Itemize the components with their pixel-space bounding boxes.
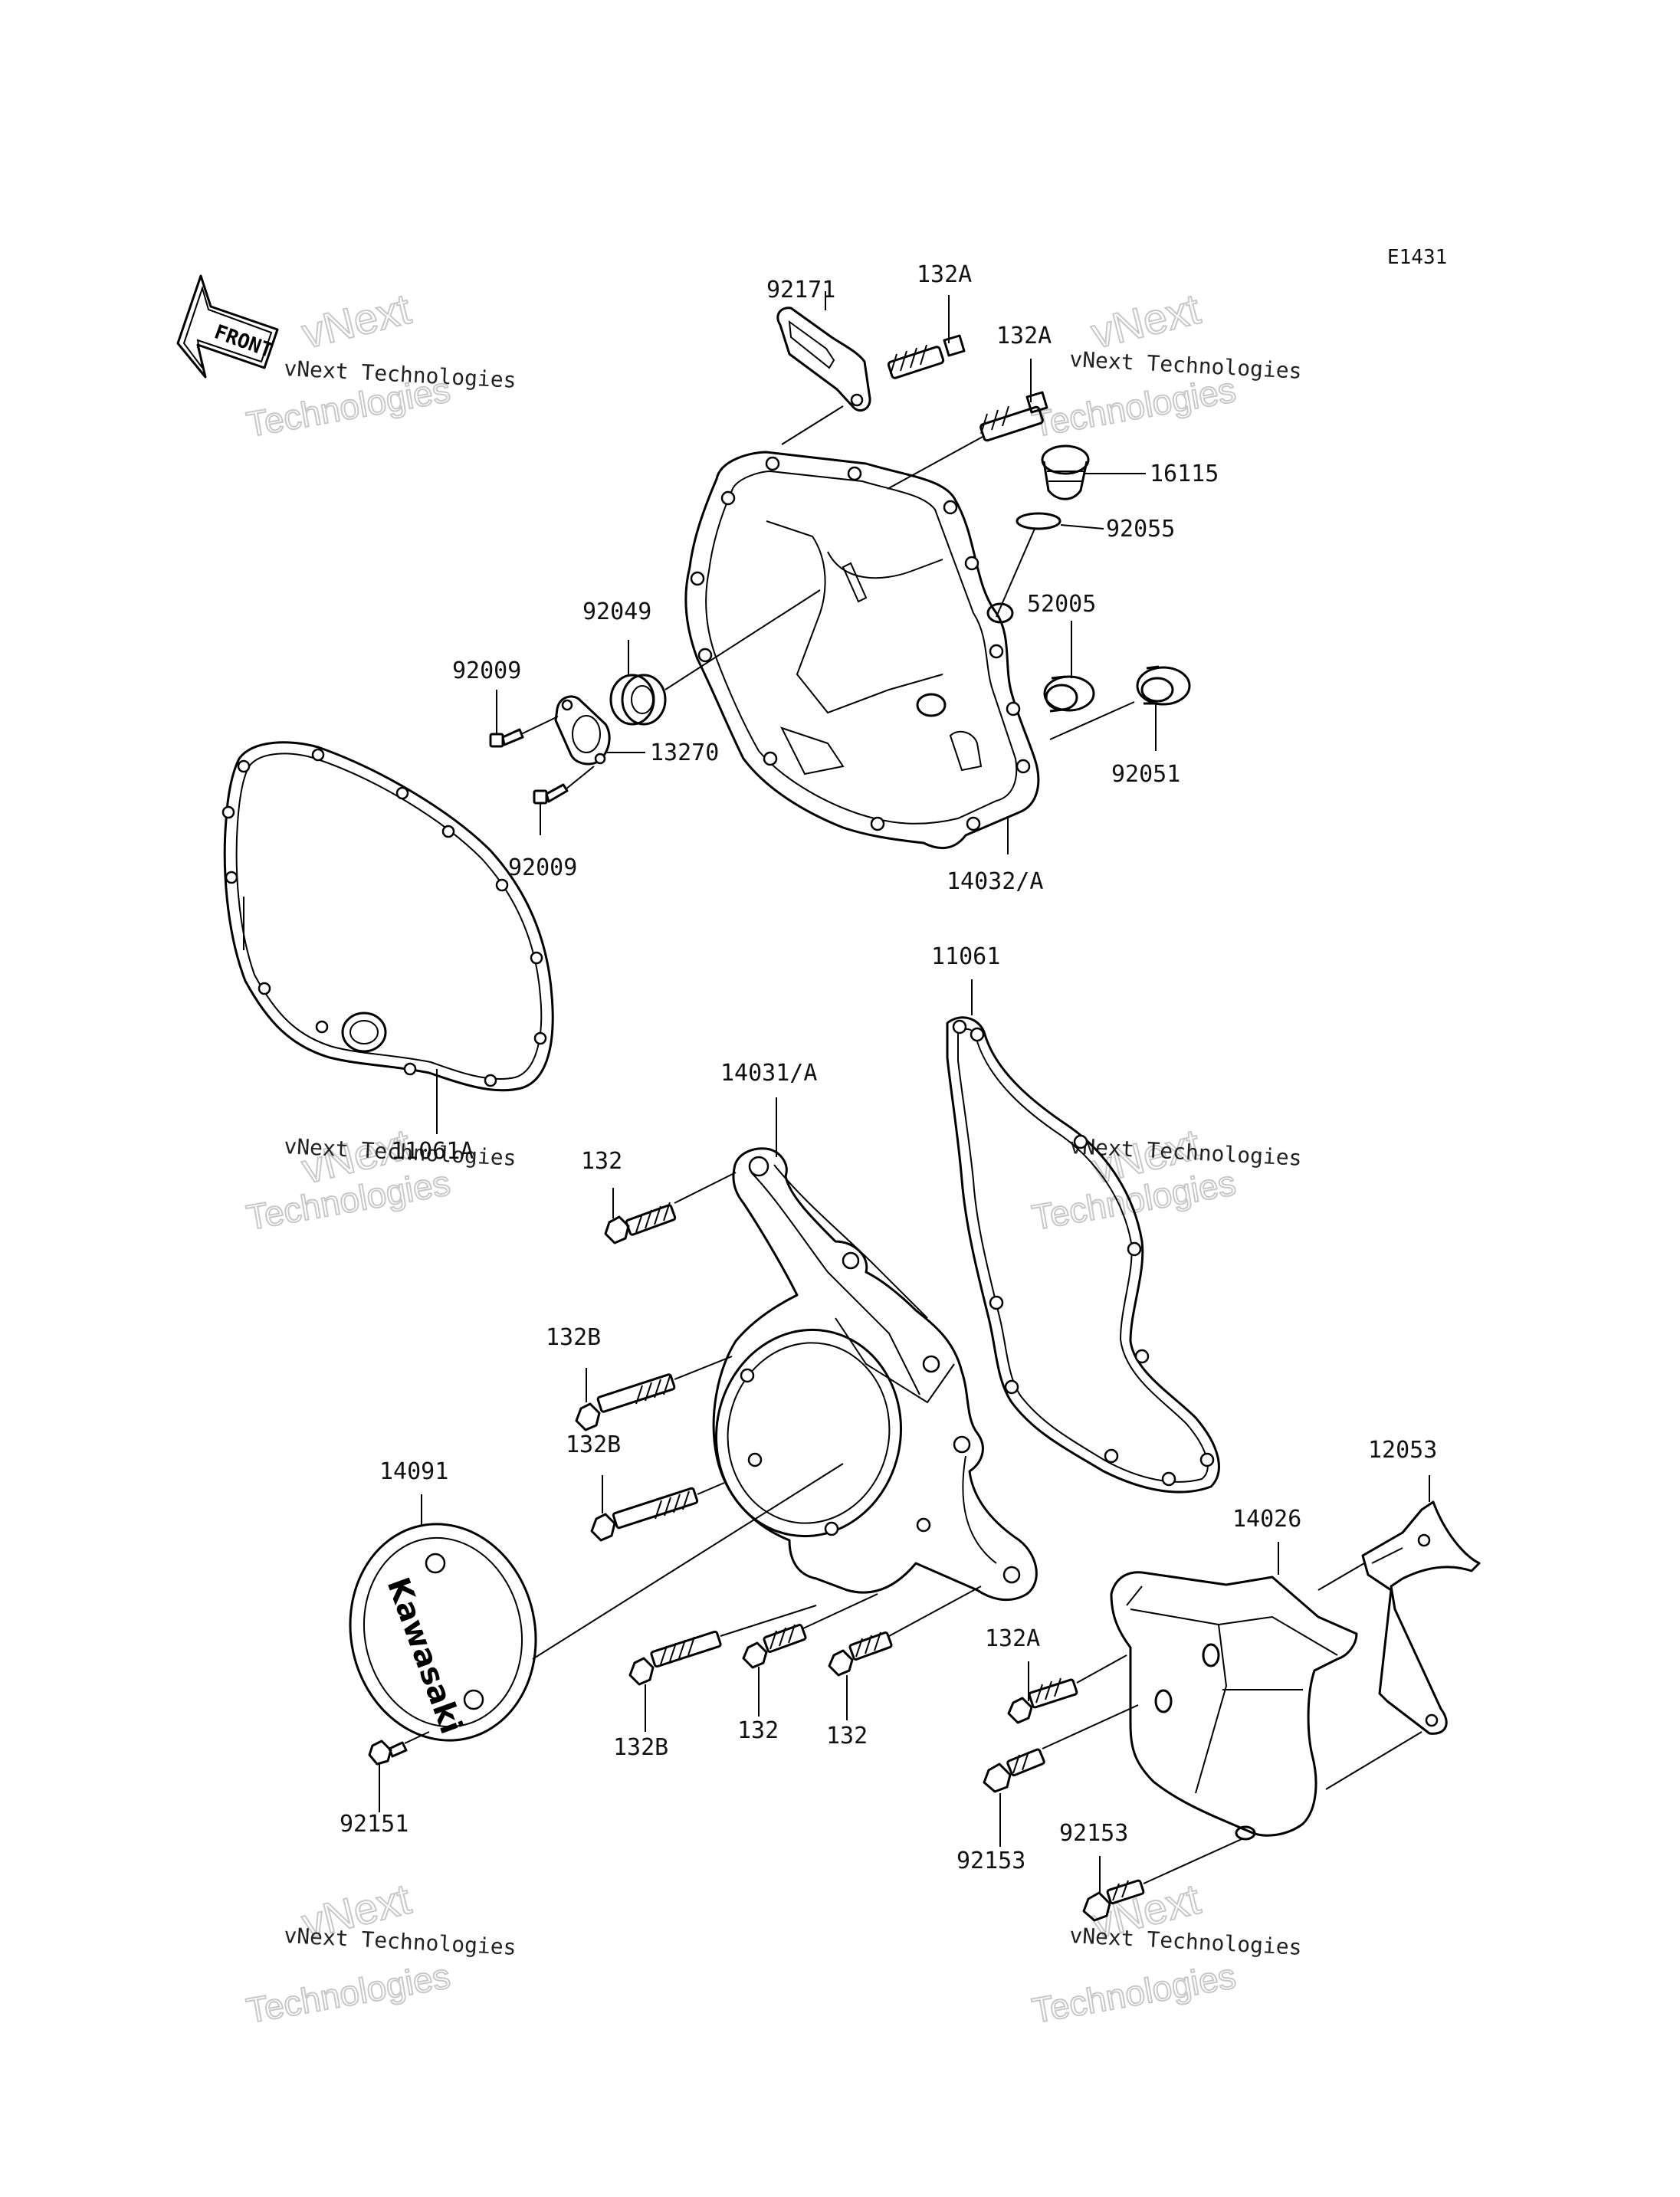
watermark-bottom-left: vNext vNext Technologies Technologies <box>243 1874 517 2031</box>
watermark-line1: vNext <box>297 284 416 358</box>
part-14026-guard <box>1110 1571 1358 1841</box>
part-12053-bracket <box>1361 1500 1481 1735</box>
part-14032A-cover <box>684 451 1040 850</box>
label-132B-2: 132B <box>566 1431 621 1458</box>
label-14091: 14091 <box>379 1458 448 1485</box>
part-11061A-gasket <box>221 741 554 1092</box>
label-12053: 12053 <box>1368 1437 1437 1464</box>
label-92009-1: 92009 <box>452 657 521 684</box>
watermark-line3: Technologies <box>244 1956 453 2031</box>
part-132B-bolt-2 <box>590 1487 699 1542</box>
label-132A-2: 132A <box>996 323 1052 349</box>
front-arrow-icon: FRONT <box>176 274 279 379</box>
label-11061: 11061 <box>931 943 1000 970</box>
watermark-mid-left: vNext vNext Technologies Technologies <box>243 1119 517 1238</box>
part-132B-bolt-3 <box>628 1630 722 1686</box>
watermark-line3: Technologies <box>1029 369 1239 444</box>
part-14031A-cover <box>712 1147 1038 1602</box>
watermark-mid-right: vNext vNext Technologies Technologies <box>1029 1119 1303 1238</box>
watermark-line2: vNext Technologies <box>1069 1923 1303 1960</box>
part-92051-seal <box>1136 665 1191 706</box>
label-132-3: 132 <box>826 1723 868 1749</box>
label-14032A: 14032/A <box>947 868 1043 895</box>
part-14091-cover: Kawasaki <box>349 1523 537 1742</box>
part-92153-bolt-1 <box>983 1748 1045 1793</box>
part-92151-screw <box>368 1740 408 1766</box>
label-132-1: 132 <box>581 1148 622 1175</box>
label-52005: 52005 <box>1027 591 1096 618</box>
label-132-2: 132 <box>737 1717 779 1744</box>
part-132A-bolt-top <box>887 334 966 379</box>
label-132B-1: 132B <box>546 1324 601 1351</box>
label-132A-3: 132A <box>985 1625 1040 1652</box>
label-92153-1: 92153 <box>956 1848 1025 1874</box>
part-92171-plate <box>776 307 871 412</box>
part-132-bolt-3 <box>828 1631 893 1677</box>
watermark-line1: vNext <box>1087 284 1206 358</box>
part-92049-bearing <box>609 674 667 726</box>
kawasaki-logo: Kawasaki <box>380 1573 469 1739</box>
watermark-line3: Technologies <box>1029 1956 1239 2031</box>
diagram-code: E1431 <box>1387 246 1447 269</box>
part-132B-bolt-1 <box>575 1373 676 1431</box>
watermark-top-right: vNext vNext Technologies Technologies <box>1029 284 1303 445</box>
label-92009-2: 92009 <box>508 854 577 881</box>
watermark-line2: vNext Technologies <box>284 1923 517 1960</box>
label-92153-2: 92153 <box>1059 1820 1128 1847</box>
label-92171: 92171 <box>766 277 835 303</box>
part-132A-bolt-right <box>979 391 1048 442</box>
watermark-top-left: vNext vNext Technologies Technologies <box>243 284 517 445</box>
label-92051: 92051 <box>1111 761 1180 788</box>
part-16115-cap <box>1041 444 1090 500</box>
part-11061-gasket <box>946 1016 1220 1494</box>
part-132-bolt-2 <box>742 1624 807 1669</box>
part-132-bolt-1 <box>604 1202 677 1244</box>
part-92055-oring <box>1016 512 1061 530</box>
label-92151: 92151 <box>340 1811 409 1838</box>
watermark-bottom-right: vNext vNext Technologies Technologies <box>1029 1874 1303 2031</box>
part-132A-bolt-bottom <box>1007 1677 1078 1724</box>
label-11061A: 11061A <box>391 1138 474 1165</box>
label-132B-3: 132B <box>613 1734 668 1761</box>
label-13270: 13270 <box>650 739 719 766</box>
part-labels: 92171 132A 132A 16115 92055 52005 92049 … <box>340 261 1437 1874</box>
label-16115: 16115 <box>1150 461 1219 487</box>
label-132A-1: 132A <box>917 261 972 288</box>
part-92009-screw-top <box>489 728 524 748</box>
label-14026: 14026 <box>1232 1506 1301 1533</box>
part-92009-screw-bottom <box>533 783 569 805</box>
part-13270-plate <box>554 695 611 766</box>
part-52005-bearing <box>1043 675 1095 713</box>
label-14031A: 14031/A <box>720 1060 817 1087</box>
label-92049: 92049 <box>582 598 651 625</box>
label-92055: 92055 <box>1106 516 1175 543</box>
